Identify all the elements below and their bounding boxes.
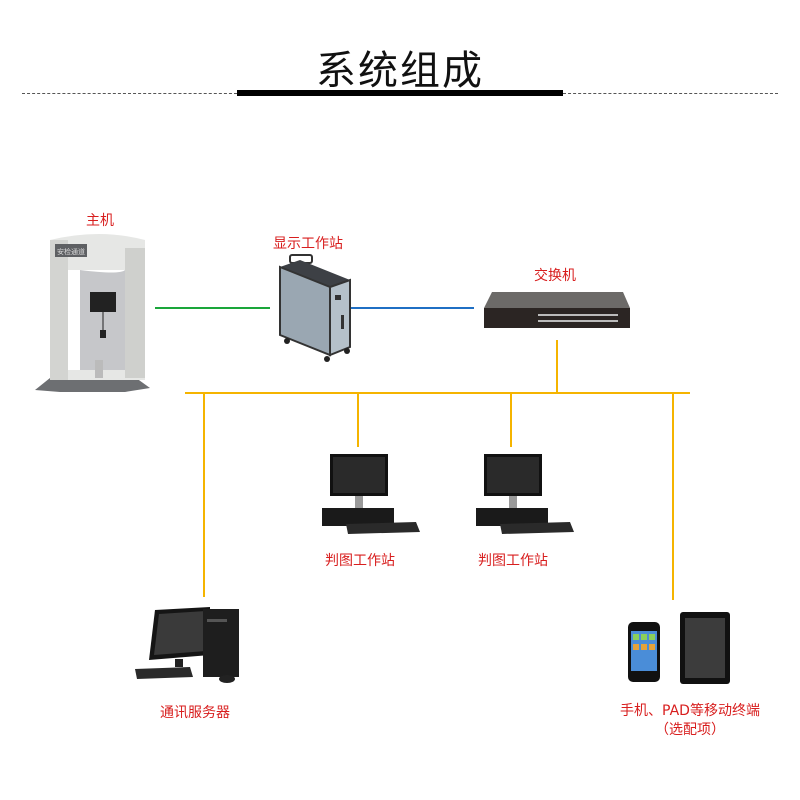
title-underline [237,90,563,96]
drop-judge-1 [357,392,359,447]
display-workstation-label: 显示工作站 [273,236,343,252]
link-switch-bus [556,340,558,393]
mobile-terminal-optional-label: （选配项） [655,722,725,738]
title-divider-right [563,93,778,94]
link-host-display [155,307,270,309]
page-title: 系统组成 [316,48,484,94]
phone-tablet-icon [628,612,730,684]
security-gate-icon: 安检通道 [35,234,150,392]
link-display-switch [350,307,474,309]
drop-judge-2 [510,392,512,447]
tower-pc-icon [135,607,239,683]
judge-workstation-2-label: 判图工作站 [478,553,548,569]
title-divider-left [22,93,237,94]
bus-line [185,392,690,394]
network-switch-icon [484,292,630,328]
host-label: 主机 [86,213,114,229]
mobile-terminal-label: 手机、PAD等移动终端 [620,703,760,719]
drop-mobile [672,392,674,600]
switch-label: 交换机 [534,268,576,284]
desktop-computer-icon [322,454,420,534]
drop-comm-server [203,392,205,597]
cabinet-workstation-icon [279,254,351,362]
comm-server-label: 通讯服务器 [160,705,230,721]
desktop-computer-icon [476,454,574,534]
svg-text:安检通道: 安检通道 [57,247,85,256]
judge-workstation-1-label: 判图工作站 [325,553,395,569]
